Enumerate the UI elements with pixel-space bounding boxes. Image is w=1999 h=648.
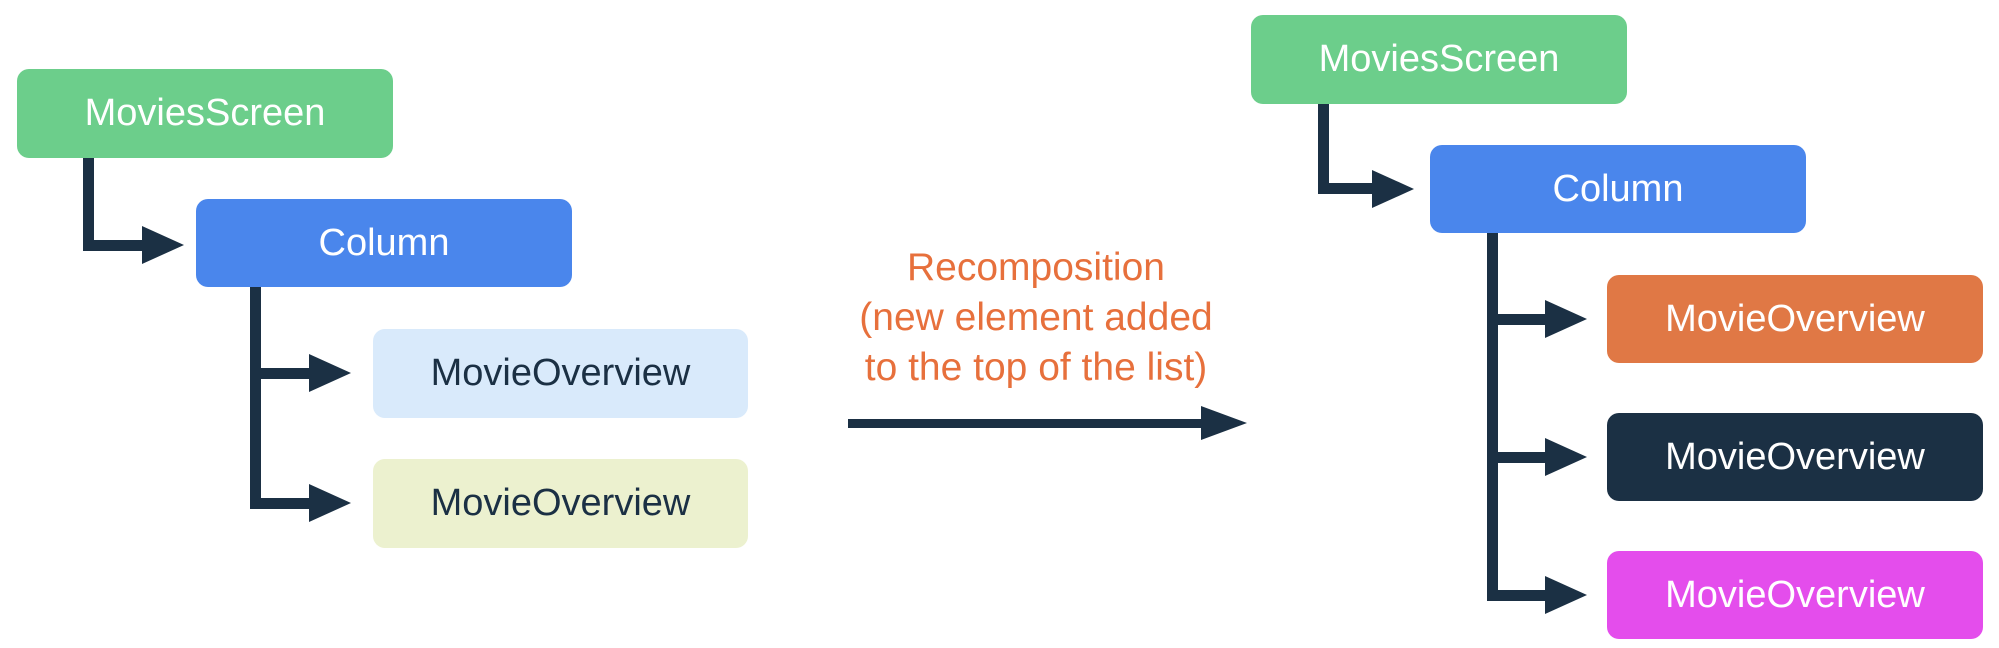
right-branch-1-horizontal bbox=[1487, 314, 1547, 325]
right-tree-movieoverview-node-2: MovieOverview bbox=[1607, 413, 1983, 501]
right-tree-movieoverview-node-1: MovieOverview bbox=[1607, 275, 1983, 363]
recomposition-label: Recomposition (new element added to the … bbox=[786, 243, 1286, 393]
connector-arrowhead-icon bbox=[1372, 170, 1414, 208]
right-root-connector-vertical bbox=[1318, 104, 1329, 194]
right-tree-moviesscreen-node: MoviesScreen bbox=[1251, 15, 1627, 104]
connector-arrowhead-icon bbox=[309, 354, 351, 392]
left-root-connector-vertical bbox=[83, 158, 94, 251]
connector-arrowhead-icon bbox=[142, 226, 184, 264]
connector-arrowhead-icon bbox=[1545, 438, 1587, 476]
left-branch-2-horizontal bbox=[250, 498, 310, 509]
right-column-connector-stem bbox=[1487, 233, 1498, 601]
right-branch-2-horizontal bbox=[1487, 452, 1547, 463]
right-root-connector-horizontal bbox=[1318, 183, 1378, 194]
connector-arrowhead-icon bbox=[1545, 576, 1587, 614]
left-tree-column-node: Column bbox=[196, 199, 572, 287]
left-tree-moviesscreen-node: MoviesScreen bbox=[17, 69, 393, 158]
left-branch-1-horizontal bbox=[250, 368, 310, 379]
recomposition-arrow-shaft bbox=[848, 419, 1205, 428]
right-tree-column-node: Column bbox=[1430, 145, 1806, 233]
left-column-connector-stem bbox=[250, 287, 261, 509]
connector-arrowhead-icon bbox=[1545, 300, 1587, 338]
left-tree-movieoverview-node-2: MovieOverview bbox=[373, 459, 748, 548]
recomposition-label-line-2: (new element added bbox=[859, 296, 1213, 339]
recomposition-label-line-3: to the top of the list) bbox=[864, 346, 1208, 389]
left-root-connector-horizontal bbox=[83, 240, 143, 251]
right-branch-3-horizontal bbox=[1487, 590, 1547, 601]
left-tree-movieoverview-node-1: MovieOverview bbox=[373, 329, 748, 418]
right-tree-movieoverview-node-3: MovieOverview bbox=[1607, 551, 1983, 639]
recomposition-arrowhead-icon bbox=[1201, 406, 1247, 440]
connector-arrowhead-icon bbox=[309, 484, 351, 522]
recomposition-label-line-1: Recomposition bbox=[907, 246, 1165, 289]
